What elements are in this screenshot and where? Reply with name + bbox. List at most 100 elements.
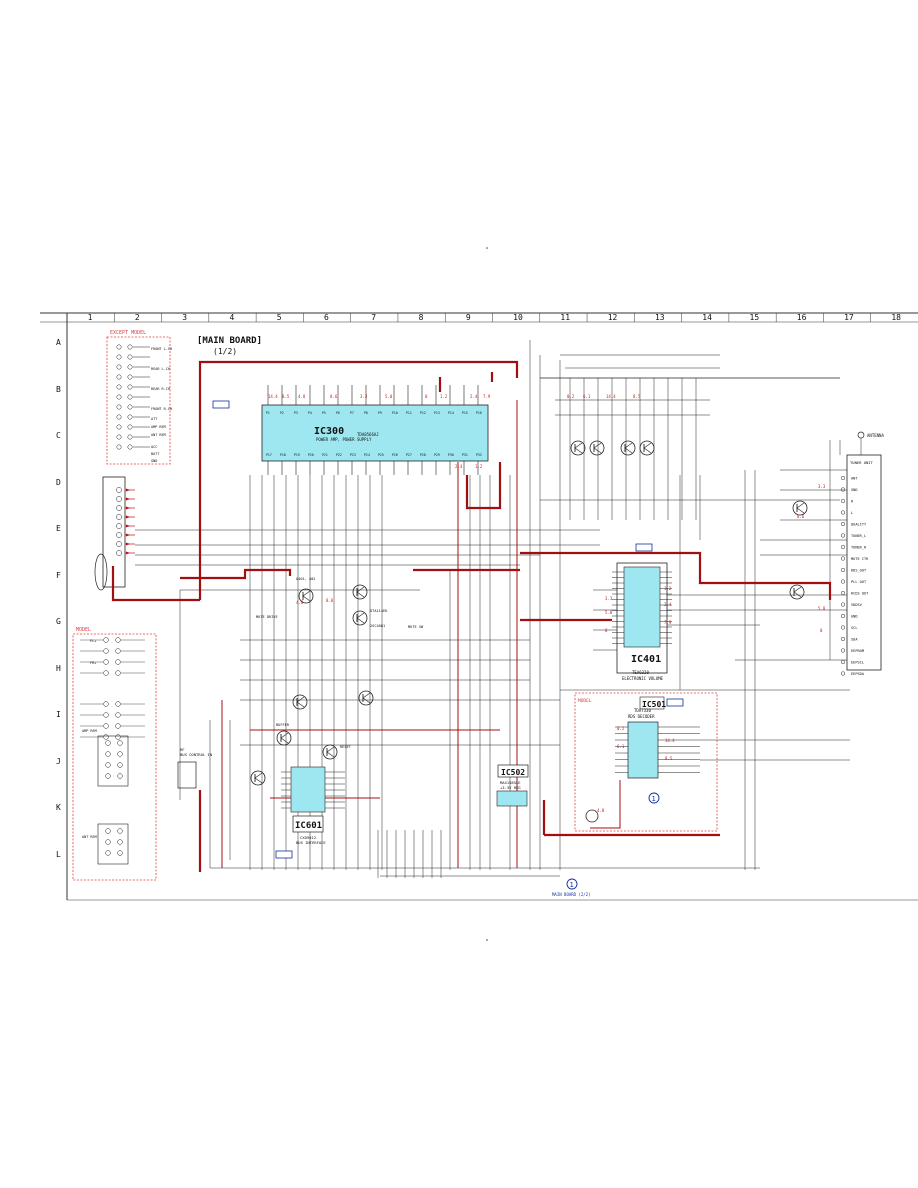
svg-text:P25: P25 [378,453,384,457]
voltage-label: 5.0 [605,610,613,615]
transistor-label: Q401, 402 [296,577,315,581]
row-label: I [56,710,61,719]
svg-text:P12: P12 [420,411,426,415]
svg-text:P26: P26 [392,453,398,457]
footer-marker: 1 MAIN BOARD (2/2) [552,878,591,897]
ic502-desc: +3.3V REG [500,785,521,790]
svg-text:P16: P16 [476,411,482,415]
column-label: 1 [88,313,93,322]
svg-text:P17: P17 [266,453,272,457]
column-label: 6 [324,313,329,322]
tuner-pin-label: TUNER_L [851,534,866,538]
except-model-title: EXCEPT MODEL [110,330,146,336]
tuner-pin-label: EEPSDA [851,672,865,676]
connector-label: AMP REM [151,425,166,429]
connector-label: FRONT R-CH [151,407,172,411]
transistor-label: RESET [340,745,352,749]
voltage-label: 7.9 [664,620,672,625]
svg-text:P31: P31 [462,453,468,457]
ic601: IC601 CXD9012 BUS INTERFACE [281,766,345,845]
row-label: F [56,571,61,580]
svg-text:P2: P2 [280,411,284,415]
svg-text:P24: P24 [364,453,370,457]
ic501-ref: IC501 [642,700,666,709]
bus-control-connector: RF BUS CONTROL IN [177,747,213,789]
voltage-label: 0 [425,394,428,399]
tuner-pin-label: RCDS OUT [851,592,869,596]
row-label: K [56,803,61,812]
column-label: 11 [560,313,570,322]
tuner-pin-label: EEPROM [851,649,865,653]
ic401: IC401 TEA6320 ELECTRONIC VOLUME [612,562,672,681]
svg-text:P5: P5 [322,411,326,415]
tuner-pin-label: ANT [851,477,858,481]
voltage-label: 8.6 [326,598,334,603]
column-label: 15 [750,313,760,322]
voltage-label: 8.6 [797,514,805,519]
model-box-title: MODEL [76,627,91,633]
voltage-label: 4.8 [296,600,304,605]
main-connector [94,476,135,591]
svg-text:P11: P11 [406,411,412,415]
ic401-part: TEA6320 [632,670,649,675]
ic502-ref: IC502 [501,768,525,777]
svg-text:P22: P22 [336,453,342,457]
voltage-label: 3.3 [360,394,368,399]
row-label: L [56,850,61,859]
voltage-label: 8.5 [282,394,290,399]
tuner-pin-label: QUALITY [851,523,867,527]
tuner-pin-label: MUTE CTR [851,557,869,561]
voltage-label: 5.0 [818,606,826,611]
ic601-ref: IC601 [295,821,322,831]
connector-label: REAR R-CH [151,387,170,391]
svg-text:P10: P10 [392,411,398,415]
voltage-label: 3.3 [818,484,826,489]
column-label: 3 [182,313,187,322]
ic502-part: MAX1585LE [500,780,521,785]
voltage-label: 1.2 [440,394,448,399]
row-label: E [56,524,61,533]
tuner-pin-label: L [851,511,853,515]
svg-text:P1: P1 [266,411,270,415]
svg-text:P6: P6 [336,411,340,415]
row-label: A [56,338,61,347]
footer-marker-number: 1 [570,881,574,889]
svg-text:P32: P32 [476,453,482,457]
voltage-label: 14.4 [268,394,278,399]
ic501-part: TDA7330 [634,708,651,713]
ic300-desc: POWER AMP, POWER SUPPLY [316,437,372,442]
wiring [135,340,862,878]
ic300: P1P17P2P18P3P19P4P20P5P21P6P22P7P23P8P24… [261,404,489,462]
thin-red-traces [221,400,621,868]
tuner-unit: TUNER UNIT ANTGNDRLQUALITYTUNER_LTUNER_R… [840,454,882,676]
voltage-label: 4.8 [597,808,605,813]
tuner-pin-label: SDA [851,638,858,642]
svg-text:P30: P30 [448,453,454,457]
svg-text:P20: P20 [308,453,314,457]
tuner-pin-label: RDS_OUT [851,569,867,573]
voltage-label: 0.2 [567,394,575,399]
column-label: 2 [135,313,140,322]
svg-text:RF: RF [180,747,185,752]
column-label: 9 [466,313,471,322]
column-label: 17 [844,313,854,322]
svg-text:P9: P9 [378,411,382,415]
ic401-note-box [635,543,653,552]
svg-text:P3: P3 [294,411,298,415]
svg-text:P29: P29 [434,453,440,457]
column-label: 14 [702,313,712,322]
voltage-label: 14.4 [606,394,616,399]
ant-rem-label: ANT REM [82,835,97,839]
row-label: B [56,385,61,394]
rf-label: FR+ [90,661,96,665]
transistor-label: MUTE SW [408,625,424,629]
svg-text:P14: P14 [448,411,454,415]
column-label: 5 [277,313,282,322]
voltage-label: 0 [605,628,608,633]
voltage-label: 6.1 [617,744,625,749]
column-label: 16 [797,313,807,322]
row-label: H [56,664,61,673]
